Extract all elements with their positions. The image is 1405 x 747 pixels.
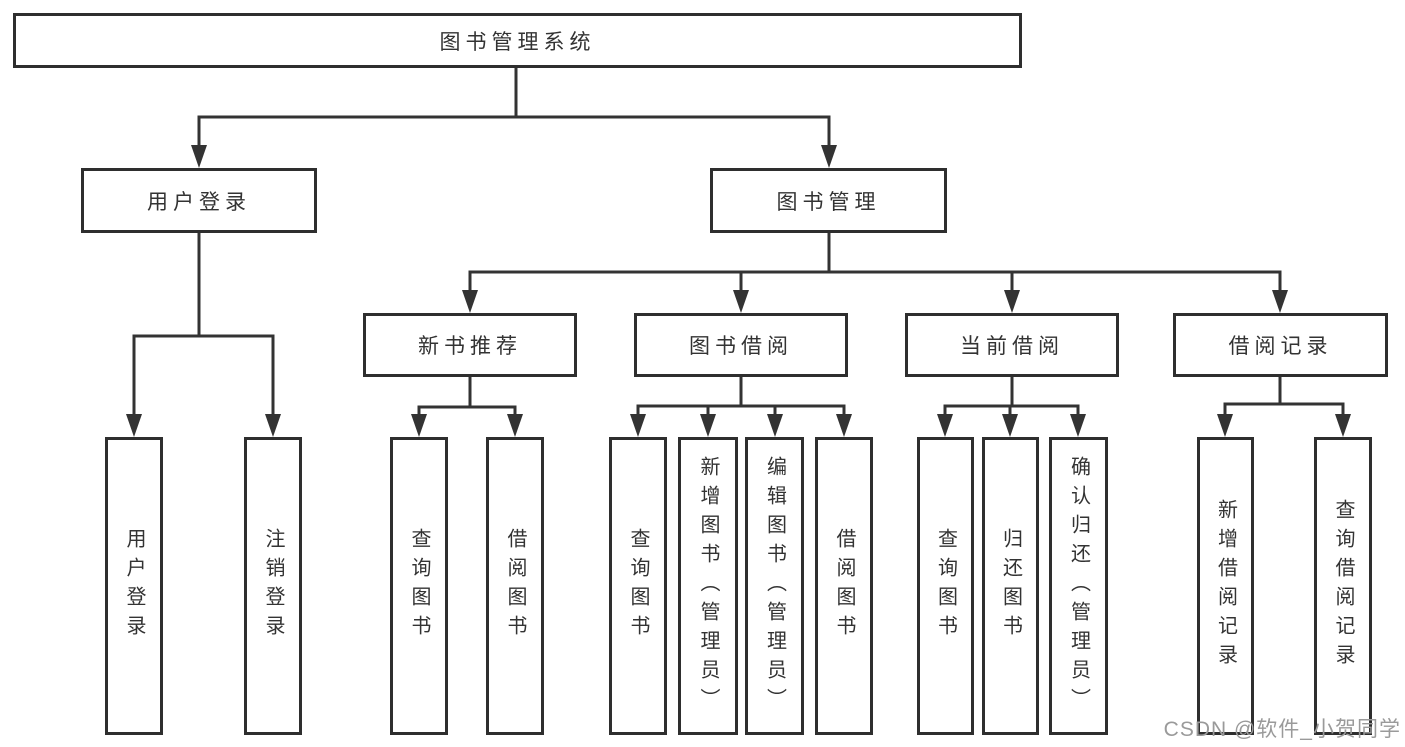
leaf-add-book-admin: 新增图书（管理员） bbox=[678, 437, 738, 735]
node-label: 用户登录 bbox=[123, 528, 145, 644]
leaf-add-borrow-record: 新增借阅记录 bbox=[1197, 437, 1254, 735]
leaf-borrow-books: 借阅图书 bbox=[815, 437, 873, 735]
leaf-query-books-current: 查询图书 bbox=[917, 437, 974, 735]
node-user-login: 用户登录 bbox=[81, 168, 317, 233]
leaf-query-books-borrow: 查询图书 bbox=[609, 437, 667, 735]
leaf-query-borrow-record: 查询借阅记录 bbox=[1314, 437, 1372, 735]
node-label: 图书借阅 bbox=[689, 335, 793, 358]
node-label: 借阅图书 bbox=[833, 528, 855, 644]
node-label: 用户登录 bbox=[147, 190, 251, 214]
node-label: 查询图书 bbox=[627, 528, 649, 644]
node-label: 查询借阅记录 bbox=[1332, 499, 1354, 673]
leaf-borrow-books-recommend: 借阅图书 bbox=[486, 437, 544, 735]
node-label: 当前借阅 bbox=[960, 335, 1064, 358]
leaf-confirm-return-admin: 确认归还（管理员） bbox=[1049, 437, 1108, 735]
node-borrow-records: 借阅记录 bbox=[1173, 313, 1388, 377]
leaf-return-books: 归还图书 bbox=[982, 437, 1039, 735]
node-label: 查询图书 bbox=[408, 528, 430, 644]
node-label: 归还图书 bbox=[999, 528, 1022, 644]
node-label: 编辑图书（管理员） bbox=[763, 455, 786, 717]
node-library-management-system: 图书管理系统 bbox=[13, 13, 1022, 68]
node-label: 新增图书（管理员） bbox=[697, 455, 719, 717]
csdn-watermark: CSDN @软件_小贺同学 bbox=[1163, 718, 1401, 741]
node-label: 新增借阅记录 bbox=[1214, 499, 1237, 673]
node-label: 新书推荐 bbox=[418, 335, 522, 358]
node-label: 确认归还（管理员） bbox=[1067, 455, 1090, 717]
leaf-logout: 注销登录 bbox=[244, 437, 302, 735]
node-label: 查询图书 bbox=[934, 528, 957, 644]
node-label: 图书管理系统 bbox=[439, 30, 596, 54]
node-current-borrowing: 当前借阅 bbox=[905, 313, 1119, 377]
node-new-book-recommend: 新书推荐 bbox=[363, 313, 577, 377]
node-label: 注销登录 bbox=[262, 528, 284, 644]
node-label: 图书管理 bbox=[776, 190, 881, 214]
leaf-edit-book-admin: 编辑图书（管理员） bbox=[745, 437, 804, 735]
node-label: 借阅图书 bbox=[504, 528, 526, 644]
leaf-user-login: 用户登录 bbox=[105, 437, 163, 735]
leaf-query-books-recommend: 查询图书 bbox=[390, 437, 448, 735]
node-book-borrowing: 图书借阅 bbox=[634, 313, 848, 377]
node-book-management: 图书管理 bbox=[710, 168, 947, 233]
node-label: 借阅记录 bbox=[1228, 335, 1333, 358]
